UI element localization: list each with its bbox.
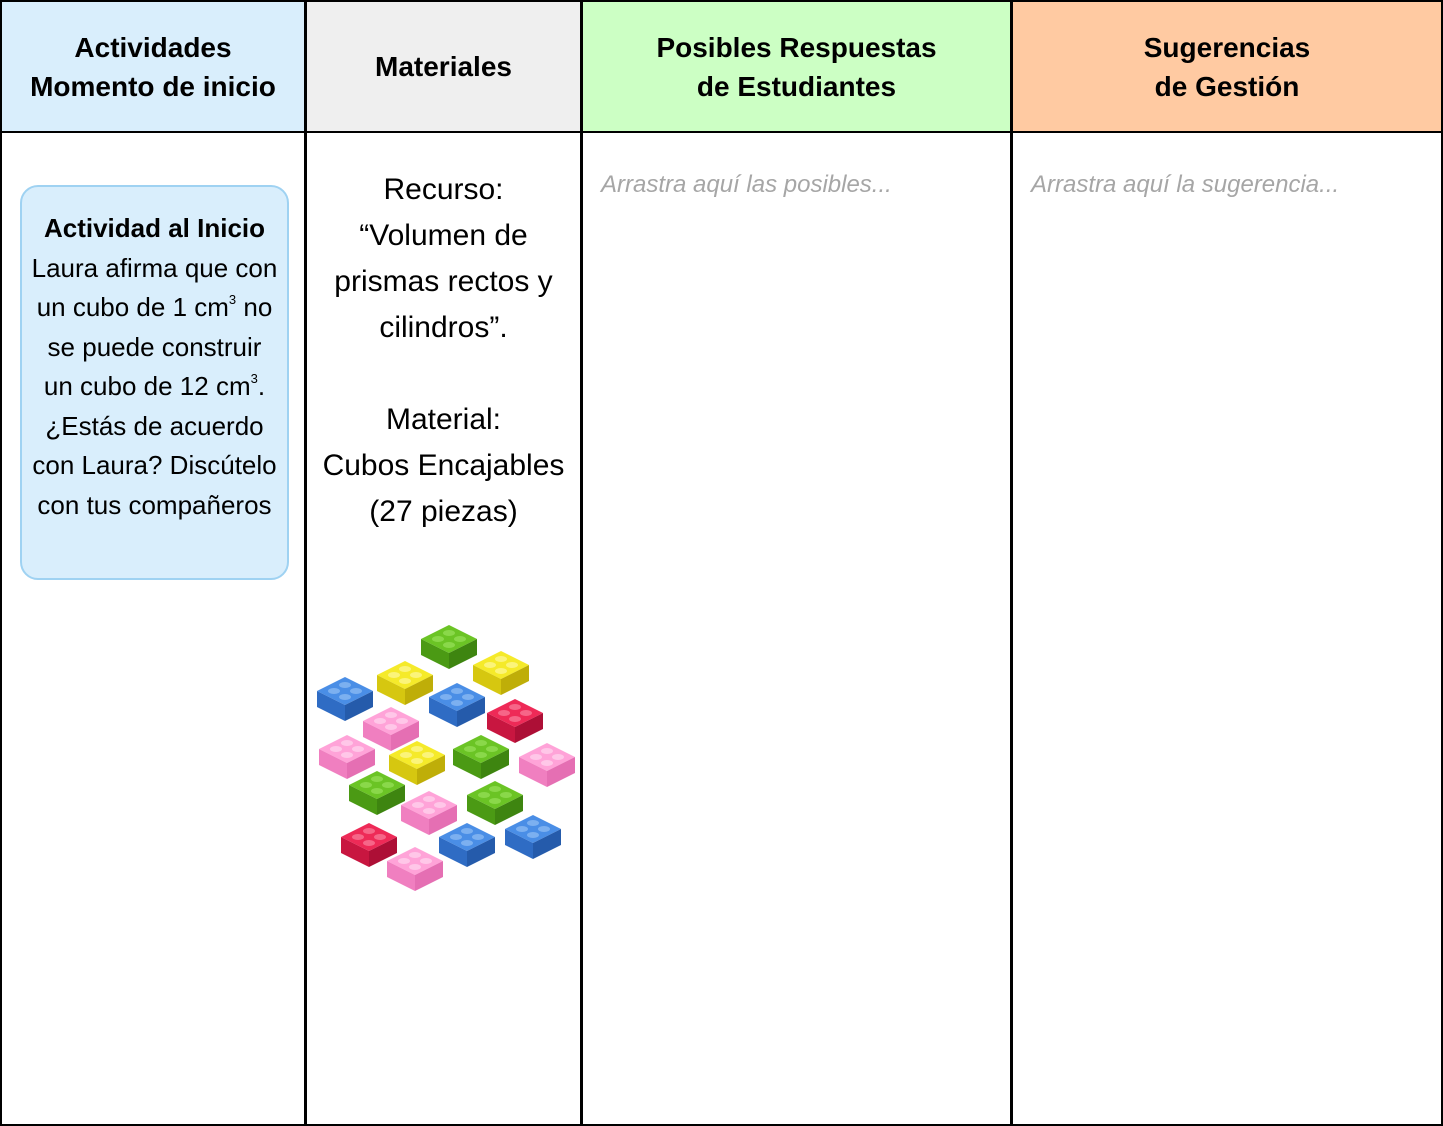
lego-brick-blue xyxy=(317,677,373,721)
lego-brick-green xyxy=(421,625,477,669)
resource-label: Recurso: xyxy=(383,173,504,206)
lego-brick-pink xyxy=(363,707,419,751)
activity-text-part-2: no se puede construir un cubo de 12 cm xyxy=(43,292,273,401)
activities-column: Actividades Momento de inicio Actividad … xyxy=(0,0,306,1126)
activity-card-title: Actividad al Inicio xyxy=(43,213,266,243)
suggestions-placeholder: Arrastra aquí la sugerencia... xyxy=(1031,171,1340,198)
activity-card-text: Laura afirma que con un cubo de 1 cm3 no… xyxy=(30,249,279,526)
activity-card[interactable]: Actividad al Inicio Laura afirma que con… xyxy=(20,185,289,580)
suggestions-column: Sugerencias de Gestión Arrastra aquí la … xyxy=(1011,0,1443,1126)
spacer xyxy=(307,351,580,397)
lego-brick-yellow xyxy=(473,651,529,695)
lego-brick-red xyxy=(341,823,397,867)
lego-bricks-image xyxy=(315,625,577,905)
resource-name-line-1: “Volumen de xyxy=(359,219,528,252)
material-name: Cubos Encajables xyxy=(322,449,565,482)
lego-brick-blue xyxy=(505,815,561,859)
lego-brick-yellow xyxy=(389,741,445,785)
lego-brick-green xyxy=(453,735,509,779)
responses-drop-zone[interactable]: Arrastra aquí las posibles... xyxy=(581,131,1012,1126)
materials-description: Recurso: “Volumen de prismas rectos y ci… xyxy=(307,167,580,535)
lego-brick-pink xyxy=(519,743,575,787)
lego-brick-pink xyxy=(319,735,375,779)
material-label: Material: xyxy=(385,403,502,436)
resource-name-line-3: cilindros”. xyxy=(379,311,508,344)
material-count: (27 piezas) xyxy=(369,495,518,528)
resource-name-line-2: prismas rectos y xyxy=(334,265,553,298)
lego-brick-pink xyxy=(387,847,443,891)
materials-column: Materiales Recurso: “Volumen de prismas … xyxy=(305,0,582,1126)
lego-brick-blue xyxy=(439,823,495,867)
lego-bricks-svg xyxy=(317,625,575,891)
superscript-cubed-2: 3 xyxy=(250,371,258,386)
activity-text-part-1: Laura afirma que con un cubo de 1 cm xyxy=(31,252,278,323)
materials-cell: Recurso: “Volumen de prismas rectos y ci… xyxy=(305,131,582,1126)
lego-brick-blue xyxy=(429,683,485,727)
activities-cell: Actividad al Inicio Laura afirma que con… xyxy=(0,131,306,1126)
lego-brick-pink xyxy=(401,791,457,835)
responses-column: Posibles Respuestas de Estudiantes Arras… xyxy=(581,0,1012,1126)
superscript-cubed-1: 3 xyxy=(228,292,237,307)
activity-text-part-3: . ¿Estás de acuerdo con Laura? Discútelo… xyxy=(32,371,277,520)
suggestions-drop-zone[interactable]: Arrastra aquí la sugerencia... xyxy=(1011,131,1443,1126)
materials-header: Materiales xyxy=(305,0,582,133)
lego-brick-green xyxy=(467,781,523,825)
activities-header: Actividades Momento de inicio xyxy=(0,0,306,133)
lego-brick-yellow xyxy=(377,661,433,705)
responses-placeholder: Arrastra aquí las posibles... xyxy=(601,171,892,198)
responses-header: Posibles Respuestas de Estudiantes xyxy=(581,0,1012,133)
lego-brick-green xyxy=(349,771,405,815)
lego-brick-red xyxy=(487,699,543,743)
suggestions-header: Sugerencias de Gestión xyxy=(1011,0,1443,133)
